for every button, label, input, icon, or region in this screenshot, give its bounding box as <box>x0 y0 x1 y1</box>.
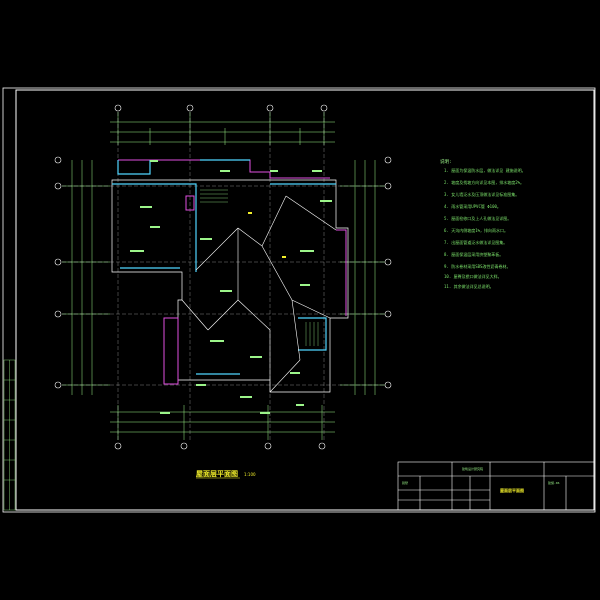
plan-scale: 1:100 <box>244 472 256 477</box>
roof-outline <box>111 179 349 393</box>
inner-frame <box>15 89 595 511</box>
axis-bubbles <box>54 104 392 450</box>
outer-frame <box>2 87 596 513</box>
binding-strip <box>3 359 16 511</box>
annotations <box>130 160 332 414</box>
annotation-markers <box>248 212 286 258</box>
notes-list: 1. 屋面为保温防水层，做法详见 建施说明。 2. 坡度及找坡方向详见本图，排水… <box>444 167 526 289</box>
note-line: 6. 天沟内侧坡度1%，排向雨水口。 <box>444 227 508 233</box>
note-line: 9. 防水卷材采用SBS改性沥青卷材。 <box>444 263 510 269</box>
title-block <box>397 461 595 511</box>
title-block-project: 别墅 <box>402 480 408 485</box>
note-line: 8. 屋面保温层采用挤塑聚苯板。 <box>444 251 503 257</box>
title-block-company: 建筑设计研究院 <box>462 466 483 471</box>
dimensions-right <box>340 160 385 395</box>
dimensions-left <box>62 160 110 395</box>
note-line: 11. 其余做法详见总说明。 <box>444 283 494 289</box>
title-block-drawing-no: 建施-06 <box>548 480 560 485</box>
note-line: 5. 屋面检修口及上人孔做法见详图。 <box>444 215 511 221</box>
roof-ridges <box>181 195 337 393</box>
dimensions-top <box>110 112 335 145</box>
notes-heading: 说明: <box>440 158 452 165</box>
plan-title: 屋面层平面图 <box>196 469 238 478</box>
stair-hatch <box>200 189 319 346</box>
note-line: 3. 女儿墙泛水及压顶做法详见标准图集。 <box>444 191 519 197</box>
note-line: 1. 屋面为保温防水层，做法详见 建施说明。 <box>444 167 526 173</box>
title-block-drawing-name: 屋面层平面图 <box>500 487 524 493</box>
note-line: 2. 坡度及找坡方向详见本图，排水坡度2%。 <box>444 179 524 185</box>
dimensions-bottom <box>110 405 335 440</box>
grid-axes <box>62 112 384 442</box>
walls-cyan <box>112 159 336 375</box>
note-line: 7. 出屋面管道泛水做法详见图集。 <box>444 239 507 245</box>
note-line: 4. 雨水管采用UPVC管 Φ100。 <box>444 203 501 209</box>
note-line: 10. 屋脊及檐口做法详见大样。 <box>444 273 502 279</box>
